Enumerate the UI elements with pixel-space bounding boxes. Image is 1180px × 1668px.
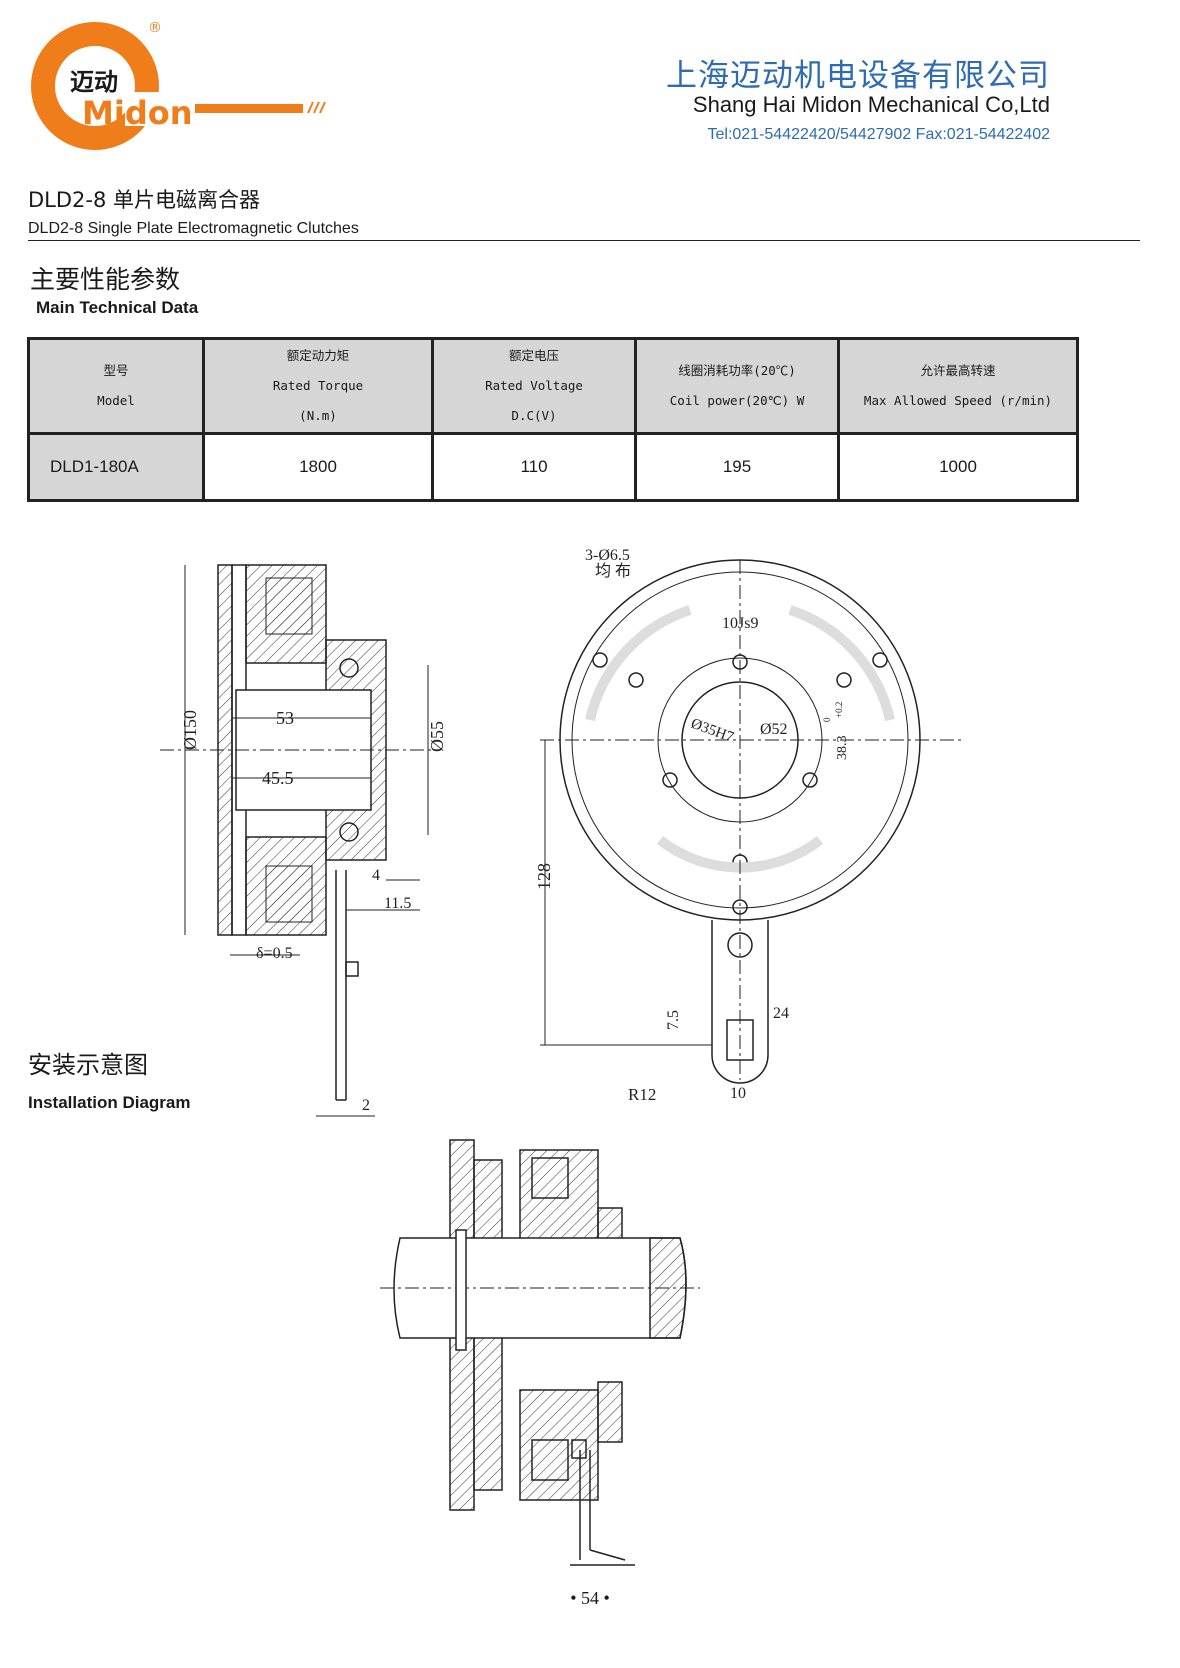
- dim-10: 10: [730, 1085, 746, 1102]
- section-title-cn: 主要性能参数: [30, 265, 181, 294]
- installation-diagram-drawing: [380, 1139, 700, 1566]
- logo-graphic: 迈动 Midon ®: [31, 20, 326, 150]
- dim-keyway: 10Js9: [722, 615, 758, 632]
- logo-speed-lines: [195, 101, 326, 114]
- cell-model: DLD1-180A: [27, 432, 205, 502]
- dim-tolerance-2: 0: [822, 717, 832, 722]
- dim-24: 24: [773, 1005, 789, 1022]
- title-divider: [28, 240, 1140, 241]
- dim-53: 53: [276, 708, 294, 728]
- page-number: • 54 •: [570, 1588, 610, 1608]
- cell-power: 195: [634, 432, 840, 502]
- dim-holes-note: 均 布: [595, 562, 631, 580]
- dim-128: 128: [534, 863, 554, 890]
- logo-gap: [125, 92, 195, 126]
- product-title-en: DLD2-8 Single Plate Electromagnetic Clut…: [28, 220, 359, 237]
- installation-title-en: Installation Diagram: [28, 1093, 191, 1112]
- dim-2: 2: [362, 1097, 370, 1114]
- dim-bore: Ø35H7: [689, 716, 736, 746]
- cell-voltage: 110: [431, 432, 637, 502]
- technical-data-table: 型号 Model 额定动力矩 Rated Torque (N.m) 额定电压 R…: [27, 337, 1079, 502]
- dim-holes: 3-Ø6.5: [585, 547, 630, 564]
- dim-keydepth: 38.3: [835, 736, 850, 761]
- installation-title-cn: 安装示意图: [28, 1051, 148, 1079]
- dim-d55: Ø55: [427, 721, 447, 752]
- company-contact: Tel:021-54422420/54427902 Fax:021-544224…: [707, 126, 1050, 143]
- header-model: 型号 Model: [27, 337, 205, 435]
- registered-mark: ®: [148, 20, 162, 36]
- dim-7-5: 7.5: [665, 1010, 682, 1030]
- dim-4: 4: [372, 867, 380, 884]
- section-title-en: Main Technical Data: [36, 298, 199, 317]
- dim-delta: δ=0.5: [256, 945, 293, 962]
- dim-11-5: 11.5: [384, 895, 411, 912]
- header-coil-power: 线圈消耗功率(20℃) Coil power(20℃) W: [634, 337, 840, 435]
- table-row: DLD1-180A 1800 110 195 1000: [27, 432, 1079, 502]
- cell-speed: 1000: [837, 432, 1079, 502]
- dim-tolerance: +0.2: [834, 702, 844, 718]
- table-header-row: 型号 Model 额定动力矩 Rated Torque (N.m) 额定电压 R…: [27, 337, 1079, 435]
- dim-d52: Ø52: [760, 721, 788, 738]
- side-section-view: Ø150 Ø55 53 45.5 4 11.5 δ=0.5 2: [160, 564, 447, 1117]
- logo-ring: [31, 22, 159, 150]
- company-name-en: Shang Hai Midon Mechanical Co,Ltd: [692, 92, 1050, 117]
- cell-torque: 1800: [202, 432, 434, 502]
- header-rated-torque: 额定动力矩 Rated Torque (N.m): [202, 337, 434, 435]
- header-max-speed: 允许最高转速 Max Allowed Speed (r/min): [837, 337, 1079, 435]
- logo-cn: 迈动: [70, 68, 118, 96]
- midon-logo: 迈动 Midon ®: [30, 14, 350, 154]
- dim-r12: R12: [628, 1085, 656, 1104]
- front-view: 3-Ø6.5 均 布 10Js9 Ø35H7 Ø52 38.3 +0.2 0 1…: [534, 547, 965, 1104]
- dim-45-5: 45.5: [262, 768, 294, 788]
- header-rated-voltage: 额定电压 Rated Voltage D.C(V): [431, 337, 637, 435]
- dim-d150: Ø150: [180, 710, 200, 750]
- company-name-cn: 上海迈动机电设备有限公司: [666, 58, 1050, 94]
- product-title-cn: DLD2-8 单片电磁离合器: [28, 188, 261, 212]
- logo-en: Midon: [82, 94, 192, 132]
